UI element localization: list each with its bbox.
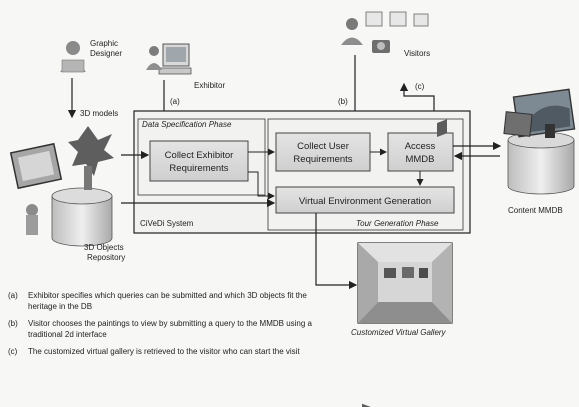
collect-exhibitor-line-2: Requirements — [169, 163, 228, 174]
access-mmdb-line-2: MMDB — [405, 154, 434, 165]
tour-generation-phase-label: Tour Generation Phase — [356, 219, 439, 228]
data-specification-phase-frame — [137, 118, 266, 196]
gallery-caption: Customized Virtual Gallery — [351, 328, 447, 337]
legend-item-a: (a) Exhibitor specifies which queries ca… — [8, 291, 313, 312]
virtual-gallery-image — [357, 119, 453, 407]
objects-repository-label-1: 3D Objects — [84, 243, 124, 252]
collect-exhibitor-line-1: Collect Exhibitor — [165, 150, 234, 161]
collect-exhibitor-requirements-box — [149, 140, 249, 182]
flow-label-c: (c) — [415, 82, 425, 91]
exhibitor-to-veg-arrow — [248, 171, 275, 200]
legend-key-c: (c) — [8, 347, 18, 356]
access-mmdb-box — [387, 132, 454, 172]
virtual-environment-generation-box — [275, 186, 455, 214]
veg-label: Virtual Environment Generation — [299, 196, 431, 207]
objects-repository-icon — [9, 126, 114, 247]
legend-key-a: (a) — [8, 291, 18, 300]
collect-user-line-2: Requirements — [293, 154, 352, 165]
collect-user-requirements-box — [275, 132, 371, 172]
objects-repository-label-2: Repository — [87, 253, 125, 262]
flow-label-b: (b) — [338, 97, 348, 106]
visitors-label: Visitors — [404, 49, 430, 58]
collect-user-line-1: Collect User — [297, 141, 349, 152]
access-mmdb-line-1: Access — [405, 141, 436, 152]
graphic-designer-label-1: Graphic — [90, 39, 118, 48]
system-label: CiVeDi System — [140, 219, 194, 228]
legend-item-c: (c) The customized virtual gallery is re… — [8, 347, 313, 358]
tour-generation-phase-frame — [267, 118, 464, 231]
legend: (a) Exhibitor specifies which queries ca… — [8, 291, 313, 365]
exhibitor-label: Exhibitor — [194, 81, 225, 90]
models-label: 3D models — [80, 109, 118, 118]
legend-item-b: (b) Visitor chooses the paintings to vie… — [8, 319, 313, 340]
graphic-designer-icon — [60, 41, 86, 73]
graphic-designer-label-2: Designer — [90, 49, 122, 58]
legend-text-b: Visitor chooses the paintings to view by… — [28, 319, 312, 339]
veg-to-gallery-arrow — [315, 213, 358, 290]
visitors-icon — [341, 11, 429, 53]
exhibitor-computer-icon — [146, 43, 192, 75]
content-mmdb-label: Content MMDB — [508, 206, 563, 215]
legend-text-c: The customized virtual gallery is retrie… — [28, 347, 300, 356]
legend-text-a: Exhibitor specifies which queries can be… — [28, 291, 307, 311]
content-mmdb-icon — [503, 88, 576, 195]
legend-key-b: (b) — [8, 319, 18, 328]
data-specification-phase-label: Data Specification Phase — [142, 120, 232, 129]
flow-label-a: (a) — [170, 97, 180, 106]
